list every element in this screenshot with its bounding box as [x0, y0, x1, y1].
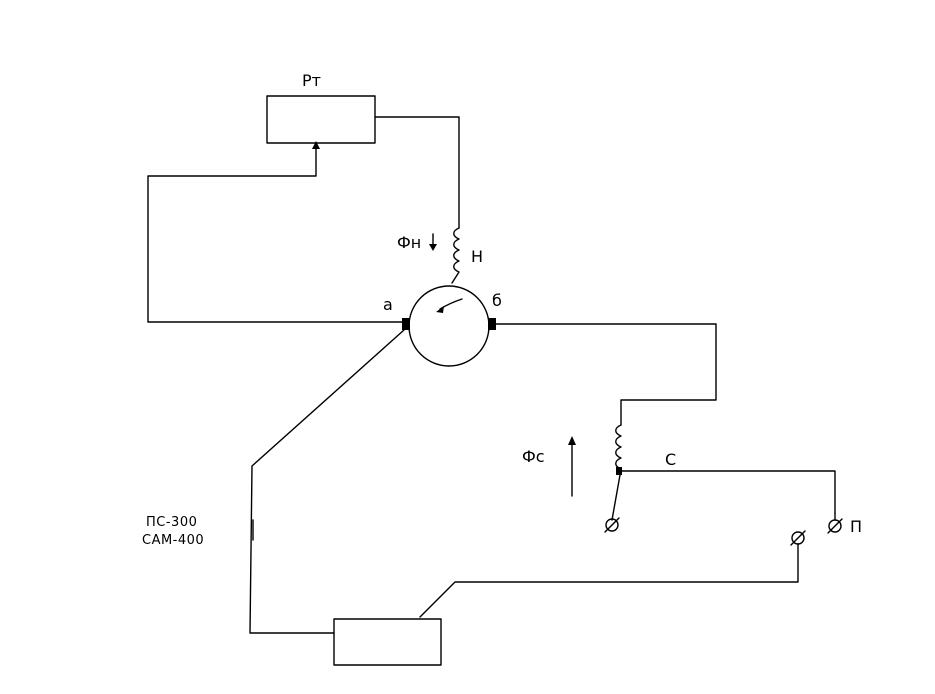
wire-terminal-b-to-series: [495, 323, 717, 426]
terminal-p: [827, 518, 843, 534]
device-box: [333, 618, 442, 666]
winding-c-label: С: [665, 450, 676, 469]
terminal-p-label: П: [850, 517, 862, 536]
wire-terminal-mid-to-device: [419, 543, 799, 618]
flux-h-label: Фн: [397, 233, 421, 252]
rotation-arrow-head: [436, 306, 444, 313]
terminal-lower-left: [604, 517, 620, 533]
device-label-line1: ПС-300: [146, 515, 197, 530]
winding-c: [615, 424, 622, 470]
winding-h-label: Н: [471, 247, 483, 266]
regulator-label: Pт: [302, 71, 321, 90]
arrow-head-regulator: [312, 141, 320, 149]
terminal-mid: [790, 530, 806, 546]
armature-circle: [408, 285, 490, 367]
flux-c-label: Фс: [522, 447, 545, 466]
wire-terminal-a-to-device: [249, 329, 405, 634]
device-label-line2: САМ-400: [142, 533, 204, 548]
winding-h: [451, 227, 460, 284]
flux-h-arrow-head: [429, 244, 437, 251]
wire-terminal-a-to-regulator: [147, 145, 407, 323]
wire-tap-to-terminal-p: [621, 470, 836, 514]
wire-winding-c-lower: [611, 474, 621, 521]
terminal-a-block: [402, 318, 410, 330]
winding-c-tap: [616, 467, 622, 475]
regulator-box: [266, 95, 376, 144]
terminal-b-label: б: [492, 291, 502, 310]
flux-c-arrow-head: [568, 436, 576, 445]
terminal-a-label: а: [383, 295, 393, 314]
wire-regulator-to-h-winding: [374, 116, 460, 229]
terminal-b-block: [488, 318, 496, 330]
